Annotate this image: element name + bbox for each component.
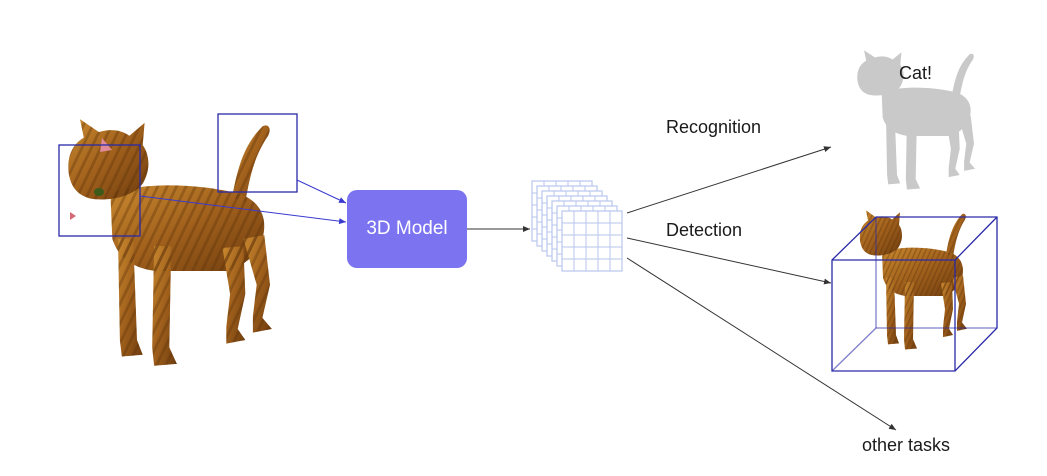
head-part-box (58, 144, 141, 237)
3d-model-box: 3D Model (347, 190, 467, 268)
cat-recognized-label: Cat! (899, 63, 933, 83)
tail-part-box (217, 113, 298, 193)
detection-arrow (626, 237, 832, 285)
detection-3d-bbox (831, 216, 998, 372)
other-tasks-arrow (626, 257, 897, 431)
recognition-arrow (626, 146, 832, 214)
tail-to-model-arrow (296, 179, 347, 204)
input-cat-image (68, 119, 272, 366)
detection-label: Detection (666, 220, 743, 240)
head-to-model-arrow (139, 195, 347, 225)
3d-model-label: 3D Model (366, 218, 448, 239)
recognition-label: Recognition (666, 117, 762, 137)
other-tasks-label: other tasks (862, 435, 951, 455)
feature-grid-icon (531, 180, 623, 272)
